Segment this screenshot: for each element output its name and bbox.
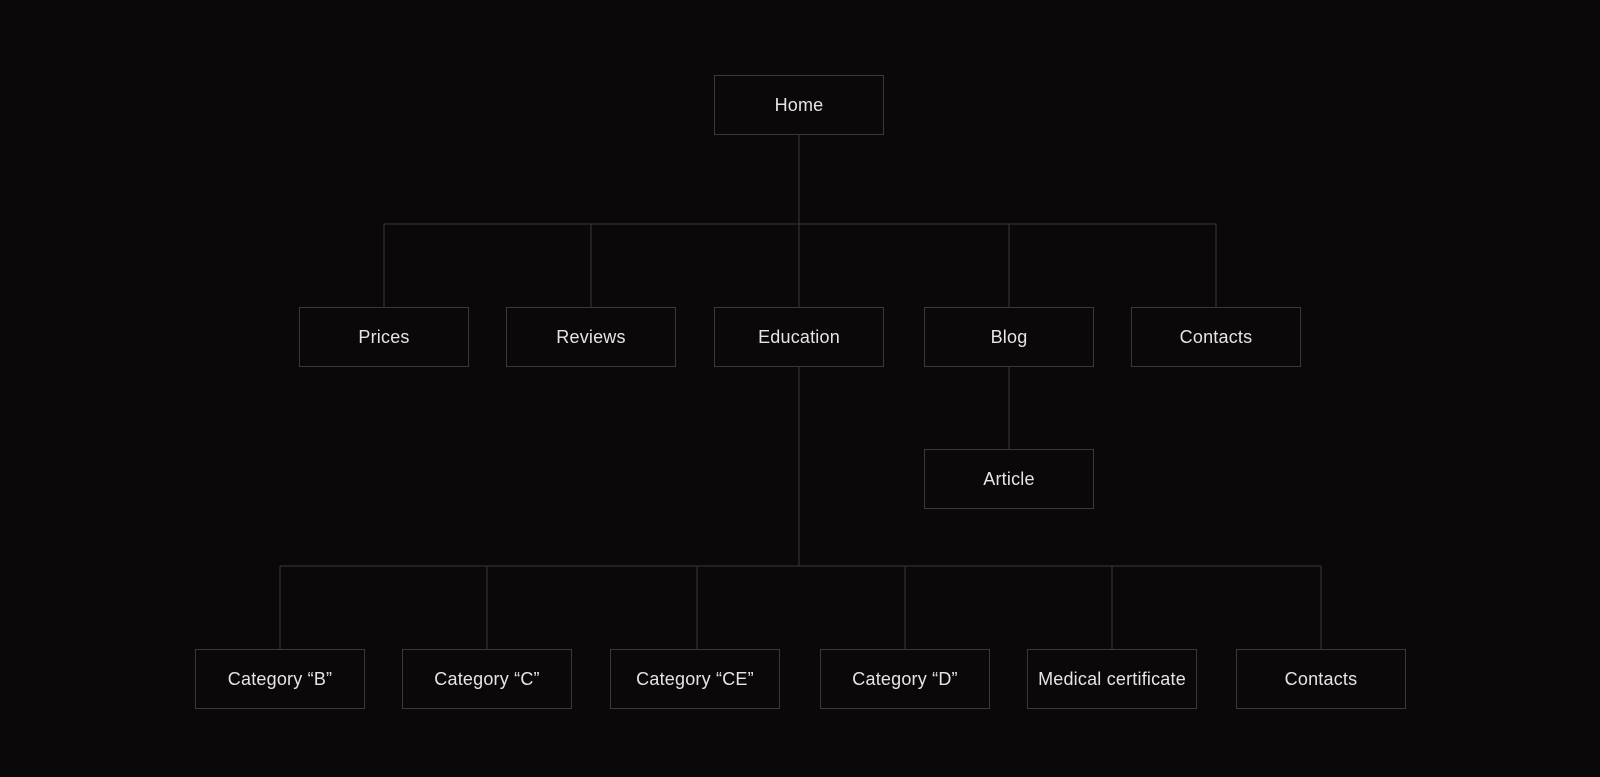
- node-category-ce[interactable]: Category “CE”: [610, 649, 780, 709]
- node-label: Medical certificate: [1038, 668, 1186, 689]
- node-category-d[interactable]: Category “D”: [820, 649, 990, 709]
- node-home[interactable]: Home: [714, 75, 884, 135]
- node-label: Category “D”: [852, 668, 958, 689]
- node-label: Category “C”: [434, 668, 540, 689]
- node-label: Category “B”: [227, 668, 333, 689]
- node-category-c[interactable]: Category “C”: [402, 649, 572, 709]
- node-education-contacts[interactable]: Contacts: [1236, 649, 1406, 709]
- node-label: Reviews: [556, 326, 626, 347]
- node-contacts[interactable]: Contacts: [1131, 307, 1301, 367]
- node-prices[interactable]: Prices: [299, 307, 469, 367]
- node-education[interactable]: Education: [714, 307, 884, 367]
- node-label: Education: [758, 326, 840, 347]
- node-label: Blog: [990, 326, 1028, 347]
- node-label: Contacts: [1179, 326, 1253, 347]
- node-category-b[interactable]: Category “B”: [195, 649, 365, 709]
- node-label: Category “CE”: [636, 668, 754, 689]
- node-label: Home: [774, 94, 824, 115]
- node-label: Prices: [358, 326, 410, 347]
- node-reviews[interactable]: Reviews: [506, 307, 676, 367]
- node-label: Article: [983, 468, 1035, 489]
- node-article[interactable]: Article: [924, 449, 1094, 509]
- node-blog[interactable]: Blog: [924, 307, 1094, 367]
- node-medical-certificate[interactable]: Medical certificate: [1027, 649, 1197, 709]
- node-label: Contacts: [1284, 668, 1358, 689]
